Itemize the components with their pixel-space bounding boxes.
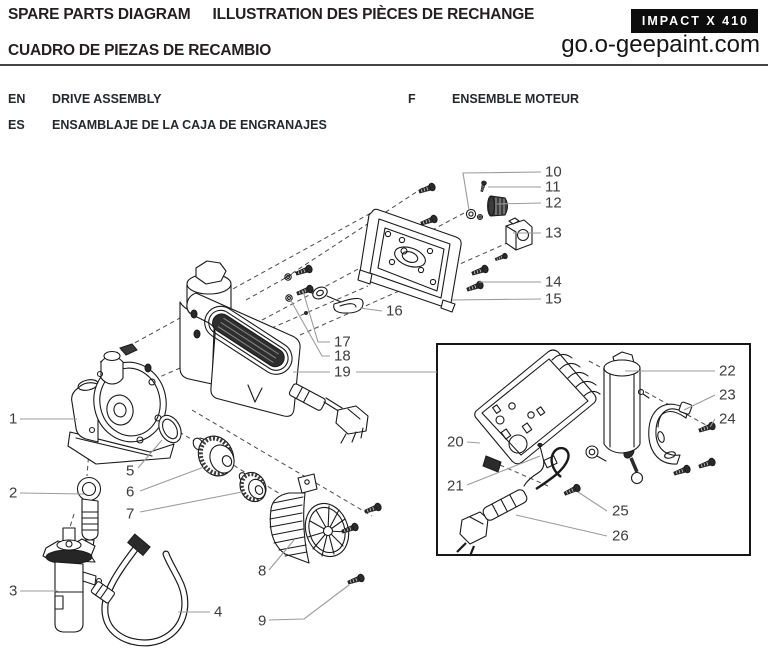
callout-20: 20 xyxy=(447,434,464,451)
callout-5: 5 xyxy=(126,463,134,480)
part-potentiometer-13 xyxy=(494,217,533,263)
part-capacitor xyxy=(603,351,650,454)
part-control-board xyxy=(474,349,601,473)
legend-label-es: ENSAMBLAJE DE LA CAJA DE ENGRANAJES xyxy=(52,118,327,132)
part-knob-12 xyxy=(487,195,508,217)
leader-line-5 xyxy=(137,439,163,469)
part-o-ring xyxy=(158,414,182,444)
website-url: go.o-geepaint.com xyxy=(561,31,760,58)
callouts-layer: 1234567891011121314151617181920212223242… xyxy=(9,164,736,630)
part-washers-10 xyxy=(465,208,484,221)
leader-line-23 xyxy=(683,394,716,411)
leader-line-7 xyxy=(139,491,243,513)
title-english: SPARE PARTS DIAGRAM xyxy=(8,6,191,23)
leader-line-6 xyxy=(139,466,205,492)
callout-23: 23 xyxy=(719,387,736,404)
callout-26: 26 xyxy=(612,528,629,545)
leader-line-2 xyxy=(19,492,85,495)
callout-16: 16 xyxy=(386,303,403,320)
part-wire-21 xyxy=(523,442,558,487)
part-filter-housing xyxy=(42,527,103,633)
leader-line-24 xyxy=(709,418,716,428)
callout-17: 17 xyxy=(334,334,351,351)
callout-8: 8 xyxy=(258,563,266,580)
part-gear-large xyxy=(192,435,235,477)
part-main-housing xyxy=(179,260,369,444)
part-power-cord xyxy=(456,446,570,557)
part-screws-14 xyxy=(465,263,490,294)
leader-line-10 xyxy=(462,171,542,211)
part-gear-small xyxy=(238,471,267,503)
callout-6: 6 xyxy=(126,484,134,501)
callout-22: 22 xyxy=(719,363,736,380)
title-spanish: CUADRO DE PIEZAS DE RECAMBIO xyxy=(8,42,272,59)
part-return-hose xyxy=(90,533,189,647)
part-screw-9 xyxy=(346,572,366,587)
callout-18: 18 xyxy=(334,348,351,365)
leader-line-20 xyxy=(466,441,481,444)
callout-14: 14 xyxy=(545,274,562,291)
callout-15: 15 xyxy=(545,291,562,308)
part-pump-head xyxy=(67,343,175,465)
leader-line-21 xyxy=(466,455,541,486)
cover-screws xyxy=(417,181,439,228)
callout-1: 1 xyxy=(9,411,17,428)
leader-line-26 xyxy=(515,514,608,537)
legend-code-es: ES xyxy=(8,118,25,132)
header-divider xyxy=(0,64,768,66)
leader-line-9 xyxy=(268,584,350,621)
part-clamp xyxy=(648,401,693,465)
inset-box xyxy=(436,343,751,556)
housing-screws-washers xyxy=(284,263,315,315)
part-screw-11 xyxy=(479,180,488,193)
leader-line-8 xyxy=(268,539,295,571)
part-switch-lever xyxy=(312,286,364,314)
leader-line-18 xyxy=(289,298,330,357)
callout-4: 4 xyxy=(214,604,222,621)
legend-code-en: EN xyxy=(8,92,26,106)
part-motor xyxy=(269,473,383,564)
callout-2: 2 xyxy=(9,485,17,502)
leader-line-16 xyxy=(359,307,383,312)
callout-25: 25 xyxy=(612,503,629,520)
callout-12: 12 xyxy=(545,195,562,212)
callout-9: 9 xyxy=(258,613,266,630)
callout-21: 21 xyxy=(447,478,464,495)
callout-19: 19 xyxy=(334,364,351,381)
leader-line-12 xyxy=(496,202,542,205)
callout-13: 13 xyxy=(545,225,562,242)
part-rear-cover xyxy=(357,208,462,313)
leader-line-15 xyxy=(451,298,542,301)
title-french: ILLUSTRATION DES PIÈCES DE RECHANGE xyxy=(212,6,535,23)
legend-code-fr: F xyxy=(408,92,416,106)
legend-label-fr: ENSEMBLE MOTEUR xyxy=(452,92,580,106)
part-piston xyxy=(76,476,102,548)
callout-7: 7 xyxy=(126,506,134,523)
callout-11: 11 xyxy=(545,179,561,196)
callout-3: 3 xyxy=(9,583,17,600)
legend-label-en: DRIVE ASSEMBLY xyxy=(52,92,162,106)
leader-line-17 xyxy=(302,290,330,343)
callout-10: 10 xyxy=(545,164,562,181)
callout-24: 24 xyxy=(719,411,736,428)
model-badge: IMPACT X 410 xyxy=(630,9,758,33)
leader-line-25 xyxy=(577,491,608,512)
page-title: SPARE PARTS DIAGRAM ILLUSTRATION DES PIÈC… xyxy=(8,6,534,24)
